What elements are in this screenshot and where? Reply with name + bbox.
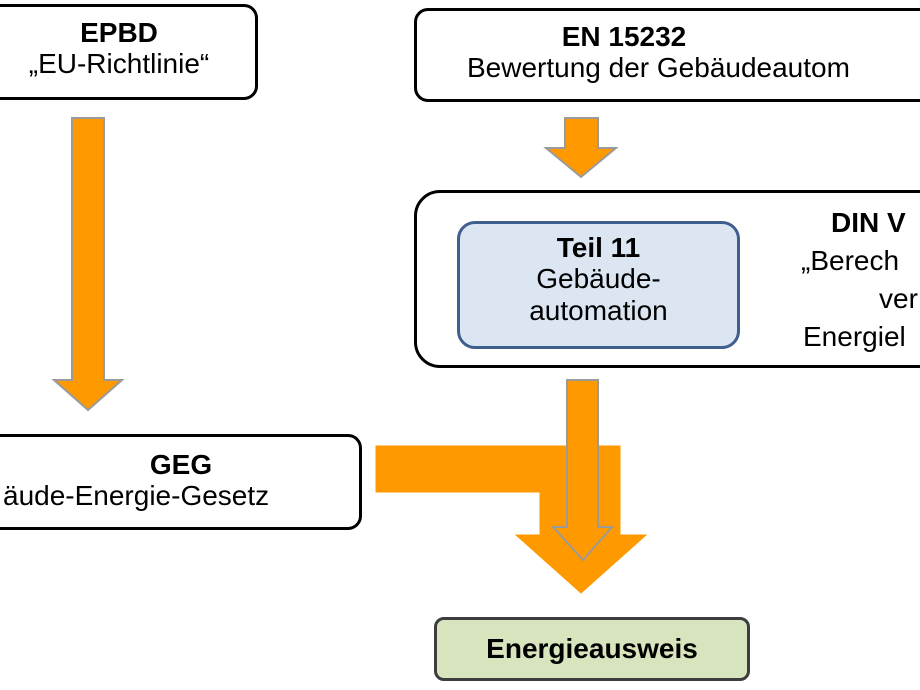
din-line-2: ver (879, 283, 918, 314)
en15232-box: EN 15232 Bewertung der Gebäudeautom (414, 8, 920, 102)
teil-11-line-1: Gebäude- (536, 263, 661, 295)
din-title: DIN V (831, 207, 906, 238)
arrow-en15232-to-din (543, 117, 619, 179)
din-line-3: Energiel (803, 321, 906, 352)
arrow-epbd-to-geg (51, 117, 125, 412)
teil-11-title: Teil 11 (556, 232, 641, 263)
teil-11-line-2: automation (529, 294, 668, 326)
epbd-subtitle: „EU-Richtlinie“ (28, 48, 210, 80)
geg-title: GEG (149, 449, 213, 480)
teil-11-box: Teil 11 Gebäude- automation (457, 221, 740, 349)
en15232-subtitle: Bewertung der Gebäudeautom (467, 52, 850, 84)
energieausweis-box: Energieausweis (434, 617, 750, 681)
arrow-din-to-energieausweis (550, 379, 615, 562)
epbd-title: EPBD (80, 17, 158, 48)
geg-subtitle: äude-Energie-Gesetz (3, 480, 270, 512)
arrow-geg-to-energieausweis (375, 445, 648, 594)
geg-box: GEG äude-Energie-Gesetz (0, 434, 362, 530)
en15232-title: EN 15232 (561, 21, 687, 52)
epbd-box: EPBD „EU-Richtlinie“ (0, 4, 258, 100)
energieausweis-label: Energieausweis (486, 633, 698, 665)
din-line-1: „Berech (801, 245, 900, 276)
